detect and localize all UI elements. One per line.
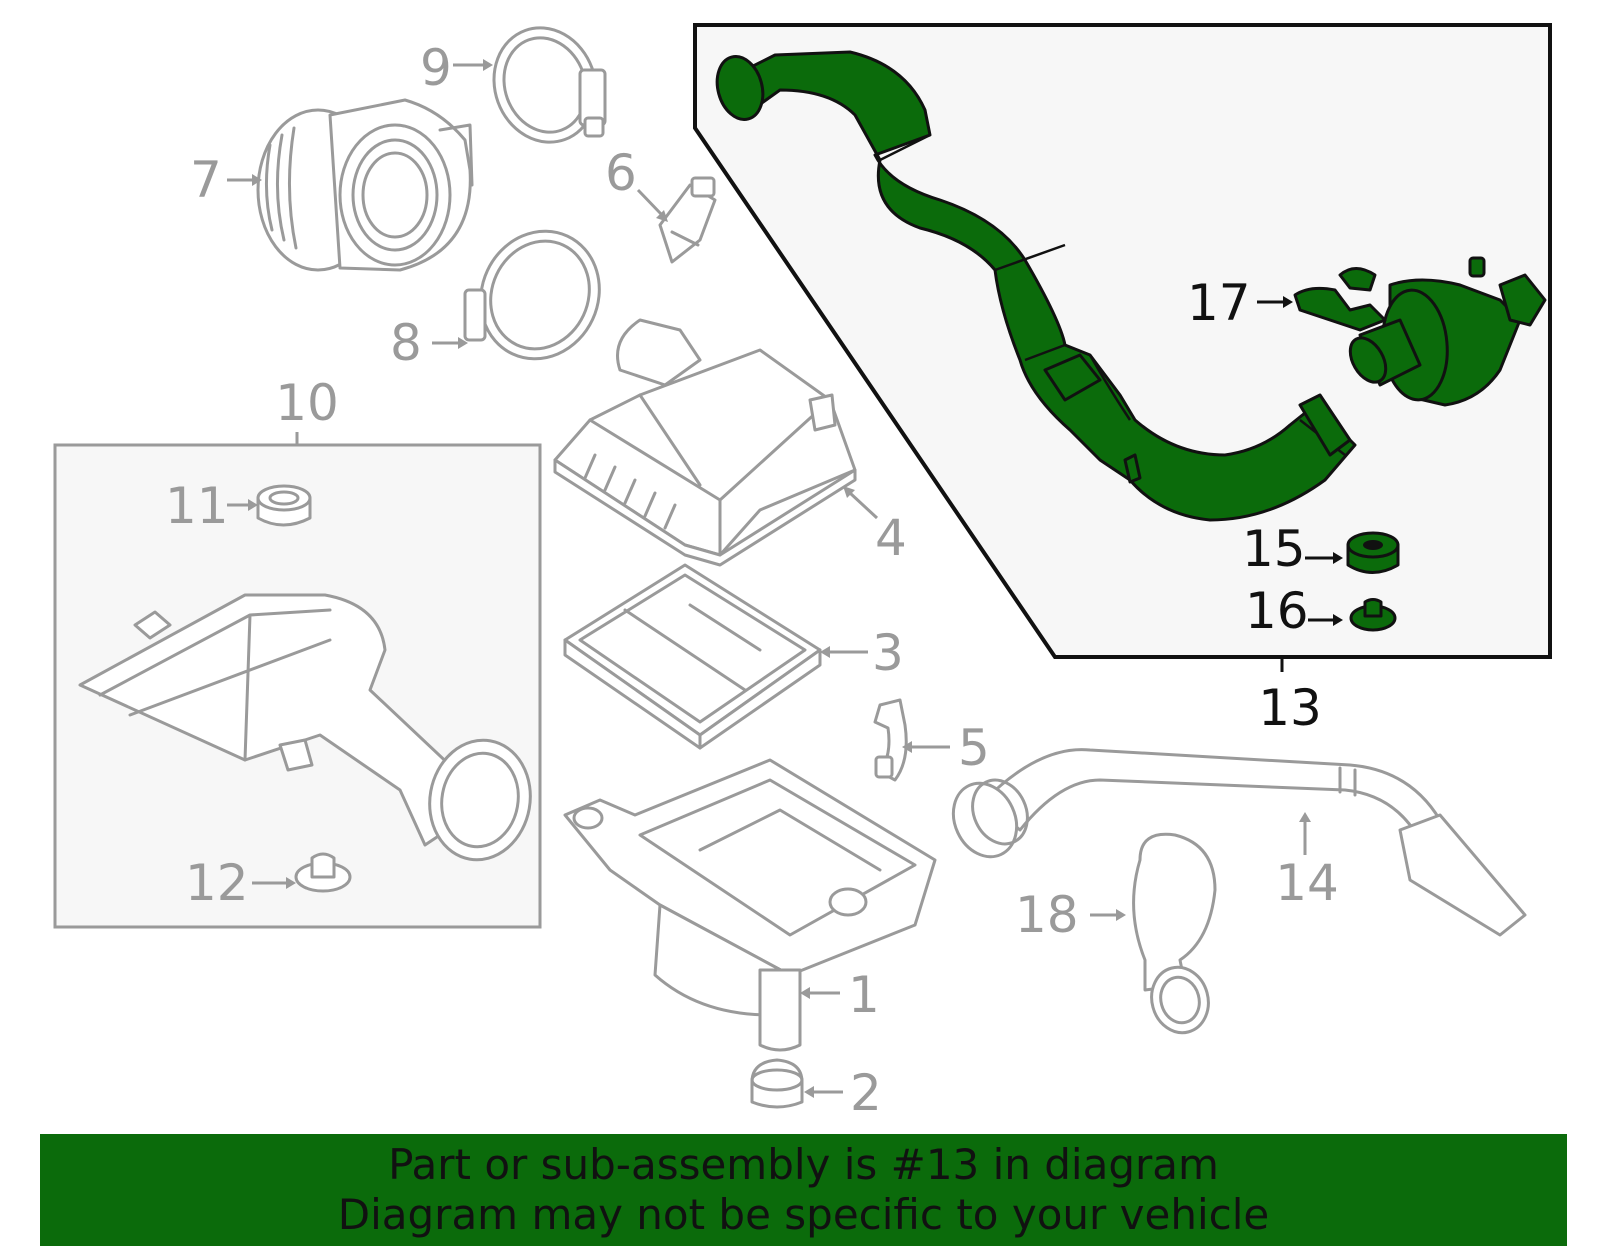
part-16-push-pin [1349,598,1397,632]
banner-line-2: Diagram may not be specific to your vehi… [337,1190,1270,1239]
part-5-bracket [873,698,908,782]
part-3-air-filter [563,563,822,750]
part-11-grommet [256,484,312,527]
callout-17: 17 [1187,274,1251,332]
part-9-clamp [492,26,607,144]
part-14-hose [951,748,1527,937]
part-1-lower-housing [563,758,937,1052]
part-6-sensor [658,176,717,264]
part-18-elbow [1132,832,1217,1035]
callout-9: 9 [420,39,452,97]
leader-arrows-black [1257,296,1343,626]
callout-3: 3 [872,624,904,682]
callout-12: 12 [185,854,249,912]
callout-11: 11 [165,477,229,535]
part-13-hose-assembly [715,50,1357,522]
callout-14: 14 [1275,854,1339,912]
callout-13: 13 [1258,679,1322,737]
callout-6: 6 [605,144,637,202]
part-15-grommet [1346,531,1400,574]
callout-8: 8 [390,314,422,372]
group-box-13 [693,23,1552,659]
part-7-bellows-duct [256,98,474,272]
info-banner: Part or sub-assembly is #13 in diagram D… [40,1134,1567,1246]
callout-4: 4 [875,509,907,567]
part-2-drain-cap [750,1058,804,1109]
callout-18: 18 [1015,886,1079,944]
banner-line-1: Part or sub-assembly is #13 in diagram [388,1140,1219,1189]
callout-16: 16 [1245,582,1309,640]
callout-15: 15 [1242,520,1306,578]
callout-2: 2 [850,1064,882,1122]
part-12-push-pin [294,852,352,893]
leader-arrows-grey [227,59,1311,1098]
callout-5: 5 [958,719,990,777]
part-10-intake-duct [78,593,532,862]
part-4-air-cleaner-cover [553,318,857,567]
callout-10: 10 [275,374,339,432]
part-17-valve [1293,256,1547,407]
callout-7: 7 [190,151,222,209]
callout-1: 1 [848,966,880,1024]
part-8-clamp [463,229,601,361]
